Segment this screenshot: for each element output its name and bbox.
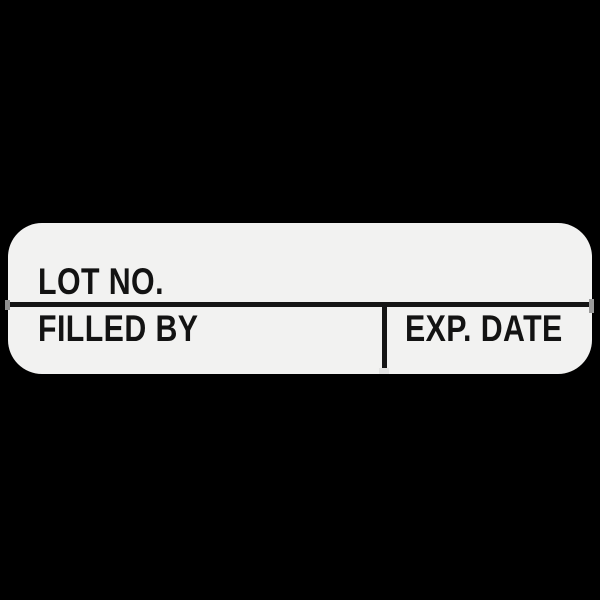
lot-no-label: LOT NO. <box>38 261 164 302</box>
bottom-rule-end-artifact <box>379 368 389 374</box>
label-sticker: LOT NO. FILLED BY EXP. DATE <box>5 223 594 374</box>
left-rule-end-artifact <box>5 300 10 310</box>
filled-by-label: FILLED BY <box>38 308 199 349</box>
exp-date-label: EXP. DATE <box>405 308 563 349</box>
horizontal-divider <box>8 302 592 307</box>
right-rule-end-artifact <box>589 299 594 313</box>
vertical-divider <box>382 302 387 369</box>
